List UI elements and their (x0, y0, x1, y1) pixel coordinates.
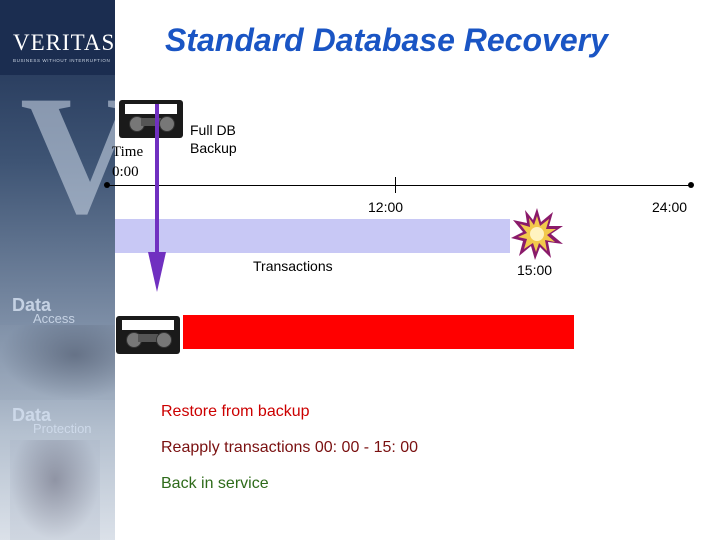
side-label-data-1: Data (12, 295, 52, 315)
timeline-mid-tick (395, 177, 396, 193)
step-restore: Restore from backup (161, 403, 310, 420)
step-reapply: Reapply transactions 00: 00 - 15: 00 (161, 439, 419, 456)
transactions-band (115, 219, 510, 253)
start-time-value: 0:00 (112, 164, 139, 180)
explosion-icon (511, 208, 563, 260)
side-label-data-2: Data (12, 405, 52, 425)
side-label-protection: Protection (33, 421, 92, 436)
failure-time-label: 15:00 (517, 262, 553, 278)
timeline-mid-label: 12:00 (368, 199, 404, 215)
company-logo: VERITAS (13, 30, 115, 55)
slide-title: Standard Database Recovery (165, 22, 608, 58)
sidebar-photo-protection (10, 440, 100, 540)
start-time: Time 0:00 (112, 142, 143, 182)
full-backup-line1: Full DB (190, 122, 236, 138)
full-backup-line2: Backup (190, 140, 237, 156)
start-time-label: Time (112, 144, 144, 160)
step-back-in-service: Back in service (161, 475, 269, 492)
timeline-axis (107, 185, 691, 186)
brand-sidebar: V VERITAS BUSINESS WITHOUT INTERRUPTION … (0, 0, 115, 540)
reapply-bar (183, 315, 574, 349)
timeline-end-dot (688, 182, 694, 188)
sidebar-photo-access (0, 325, 115, 400)
logo-box: VERITAS BUSINESS WITHOUT INTERRUPTION (0, 0, 115, 75)
restore-arrow-head (148, 252, 166, 292)
restore-arrow (155, 104, 159, 254)
restore-tape-icon (116, 316, 180, 354)
timeline-start-dot (104, 182, 110, 188)
company-tagline: BUSINESS WITHOUT INTERRUPTION (13, 58, 111, 63)
watermark-v-icon: V (20, 61, 115, 249)
backup-tape-icon (119, 100, 183, 138)
transactions-label: Transactions (253, 258, 333, 274)
timeline-end-label: 24:00 (652, 199, 688, 215)
full-backup-label: Full DB Backup (190, 121, 237, 157)
side-label-access: Access (33, 311, 75, 326)
